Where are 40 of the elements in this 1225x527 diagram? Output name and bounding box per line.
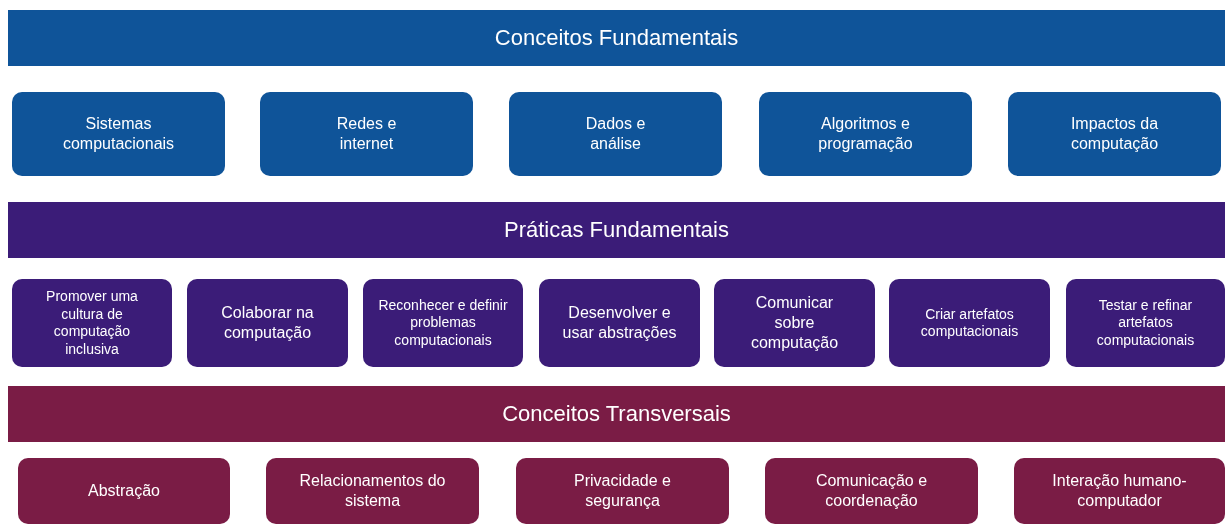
section-title: Conceitos Transversais xyxy=(502,400,731,428)
box-label: Testar e refinar artefatos computacionais xyxy=(1095,296,1196,350)
section-band xyxy=(8,202,1225,258)
box-label: Promover uma cultura de computação inclusiva xyxy=(45,288,139,358)
concept-box xyxy=(1014,458,1225,524)
concept-box xyxy=(889,279,1050,367)
box-label: Interação humano-computador xyxy=(1051,471,1188,511)
box-label: Impactos da computação xyxy=(1069,114,1160,154)
box-label: Privacidade e segurança xyxy=(573,471,672,511)
box-label: Desenvolver e usar abstrações xyxy=(561,303,678,343)
concept-box xyxy=(1008,92,1221,176)
concept-box xyxy=(539,279,700,367)
concept-box xyxy=(266,458,479,524)
box-label: Sistemas computacionais xyxy=(61,114,176,154)
concept-box xyxy=(12,279,172,367)
box-label: Relacionamentos do sistema xyxy=(298,471,447,511)
section-title: Práticas Fundamentais xyxy=(504,216,729,244)
box-label: Colaborar na computação xyxy=(220,303,315,343)
box-label: Algoritmos e programação xyxy=(817,114,914,154)
box-label: Redes e internet xyxy=(335,114,398,154)
concept-box xyxy=(516,458,729,524)
box-label: Comunicação e coordenação xyxy=(814,471,929,511)
concept-box xyxy=(18,458,230,524)
box-label: Comunicar sobre computação xyxy=(749,293,840,353)
concept-box xyxy=(260,92,473,176)
section-band xyxy=(8,10,1225,66)
section-title: Conceitos Fundamentais xyxy=(494,24,739,52)
box-label: Criar artefatos computacionais xyxy=(919,305,1020,341)
concept-box xyxy=(187,279,348,367)
box-label: Reconhecer e definir problemas computacionais xyxy=(377,296,509,350)
section-band xyxy=(8,386,1225,442)
concept-box xyxy=(765,458,978,524)
concept-box xyxy=(363,279,523,367)
concept-box xyxy=(759,92,972,176)
concept-box xyxy=(509,92,722,176)
box-label: Abstração xyxy=(87,481,160,501)
concept-box xyxy=(1066,279,1225,367)
box-label: Dados e análise xyxy=(584,114,647,154)
concept-box xyxy=(714,279,875,367)
concept-box xyxy=(12,92,225,176)
